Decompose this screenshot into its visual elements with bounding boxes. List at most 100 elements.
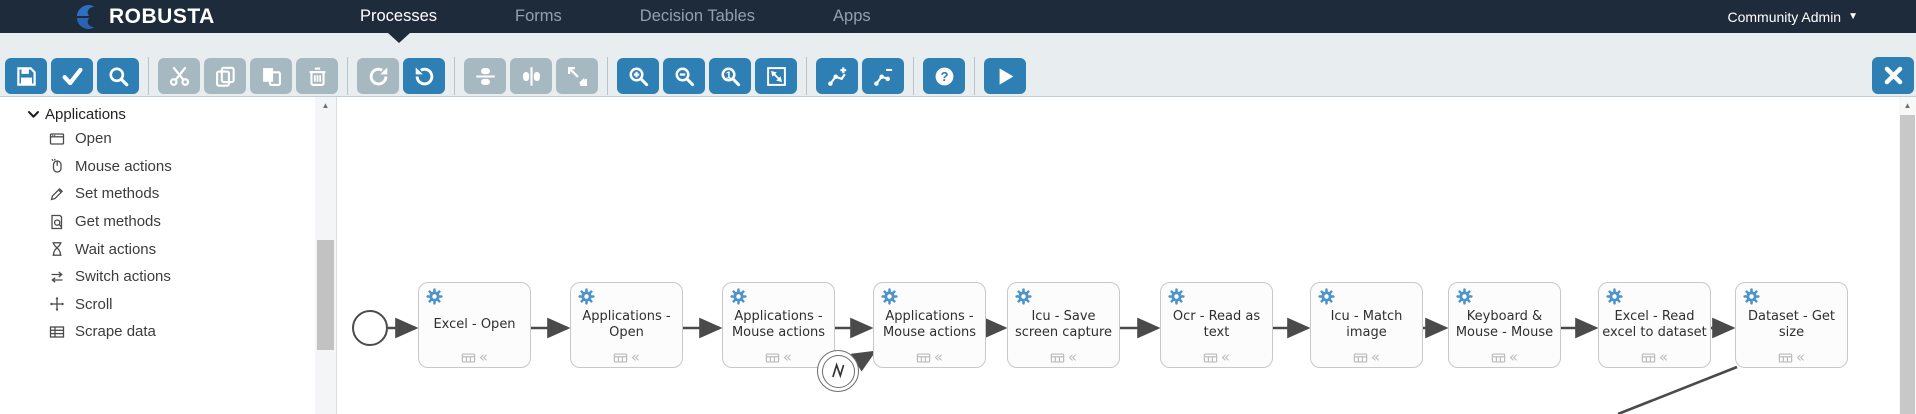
toolbar-divider [913, 57, 914, 95]
flow-node-label: Applications - Open [582, 308, 671, 340]
toolbar-button-zoom-out[interactable] [663, 58, 705, 94]
toolbar-button-copy[interactable] [204, 58, 246, 94]
rewind-icon: « [1658, 348, 1669, 366]
mouse-icon [49, 158, 65, 174]
toolbar-button-align-middle[interactable] [464, 58, 506, 94]
gear-icon [730, 288, 747, 305]
toolbar-button-zoom-in[interactable] [617, 58, 659, 94]
rewind-icon: « [478, 348, 489, 366]
scroll-up-arrow[interactable]: ▲ [321, 100, 330, 110]
resize-icon [567, 66, 588, 87]
flow-node-6-ocr-read-as-text[interactable]: Ocr - Read as text« [1160, 282, 1273, 368]
flow-node-5-icu-save-screen-capture[interactable]: Icu - Save screen capture« [1007, 282, 1120, 368]
flow-node-9-excel-read-excel-to-dataset[interactable]: Excel - Read excel to dataset« [1598, 282, 1711, 368]
flow-node-label: Applications - Mouse actions [731, 308, 826, 340]
sidebar-item-switch-actions[interactable]: Switch actions [0, 263, 315, 291]
flow-node-footer: « [723, 350, 834, 365]
sidebar-item-set-methods[interactable]: Set methods [0, 180, 315, 208]
sidebar-group-applications[interactable]: Applications [27, 104, 315, 125]
nav-item-decision-tables[interactable]: Decision Tables [639, 7, 756, 25]
boundary-event[interactable] [817, 350, 859, 392]
sidebar-scrollbar[interactable]: ▲ [315, 97, 336, 414]
table-icon [916, 351, 931, 365]
toolbar-divider [607, 57, 608, 95]
flow-node-label: Applications - Mouse actions [882, 308, 977, 340]
gear-icon [1318, 288, 1335, 305]
table-icon [1641, 351, 1656, 365]
toolbar-button-redo[interactable] [357, 58, 399, 94]
canvas-scrollbar-thumb[interactable] [1900, 115, 1915, 414]
toolbar-button-run[interactable] [984, 58, 1026, 94]
save-icon [16, 66, 37, 87]
flow-node-footer: « [1008, 350, 1119, 365]
svg-text:?: ? [940, 68, 948, 83]
toolbar-button-validate[interactable] [51, 58, 93, 94]
toolbar-button-fit-screen[interactable] [755, 58, 797, 94]
flow-node-label: Dataset - Get size [1747, 308, 1836, 340]
brand-name: ROBUSTA [109, 4, 215, 28]
toolbar-divider [148, 57, 149, 95]
hourglass-icon [49, 241, 65, 257]
scroll-up-arrow[interactable]: ▲ [1903, 100, 1912, 110]
toolbar-button-zoom-actual[interactable]: 1 [709, 58, 751, 94]
user-menu[interactable]: Community Admin ▼ [1728, 0, 1859, 33]
sidebar-item-label: Set methods [75, 185, 160, 203]
toolbar-button-resize[interactable] [556, 58, 598, 94]
flow-node-1-excel-open[interactable]: Excel - Open« [418, 282, 531, 368]
swap-arrows-icon [49, 269, 65, 285]
rewind-icon: « [1508, 348, 1519, 366]
rewind-icon: « [1220, 348, 1231, 366]
sidebar-item-wait-actions[interactable]: Wait actions [0, 235, 315, 263]
flow-node-footer: « [1736, 350, 1847, 365]
main-nav: Processes Forms Decision Tables Apps [360, 0, 871, 33]
sidebar-item-scrape-data[interactable]: Scrape data [0, 318, 315, 346]
toolbar-divider [974, 57, 975, 95]
user-menu-label: Community Admin [1727, 8, 1842, 25]
flow-node-2-applications-open[interactable]: Applications - Open« [570, 282, 683, 368]
table-icon [1050, 351, 1065, 365]
toolbar-button-search[interactable] [97, 58, 139, 94]
chevron-down-icon [27, 108, 40, 121]
sidebar-item-label: Get methods [75, 213, 161, 231]
start-event[interactable] [352, 310, 388, 346]
toolbar-button-add-connection[interactable] [816, 58, 858, 94]
sidebar-scrollbar-thumb[interactable] [317, 240, 334, 350]
flow-node-3-applications-mouse-actions[interactable]: Applications - Mouse actions « [722, 282, 835, 368]
nav-item-forms[interactable]: Forms [515, 7, 562, 25]
sidebar-item-open[interactable]: Open [0, 125, 315, 153]
toolbar-button-delete[interactable] [296, 58, 338, 94]
toolbar-button-undo[interactable] [403, 58, 445, 94]
sidebar-item-mouse-actions[interactable]: Mouse actions [0, 153, 315, 181]
paste-icon [261, 66, 282, 87]
process-canvas[interactable]: Excel - Open«Applications - Open«Applica… [336, 97, 1899, 414]
toolbar-button-cut[interactable] [158, 58, 200, 94]
flow-node-10-dataset-get-size[interactable]: Dataset - Get size « [1735, 282, 1848, 368]
toolbar-button-help[interactable]: ? [923, 58, 965, 94]
canvas-scrollbar[interactable]: ▲ [1899, 97, 1916, 414]
toolbar-button-align-center[interactable] [510, 58, 552, 94]
flow-node-8-keyboard-mouse-mouse[interactable]: Keyboard & Mouse - Mouse« [1448, 282, 1561, 368]
align-center-icon [521, 66, 542, 87]
sidebar-item-scroll[interactable]: Scroll [0, 291, 315, 319]
flow-node-footer: « [1599, 350, 1710, 365]
table-icon [613, 351, 628, 365]
cut-icon [169, 66, 190, 87]
toolbar-button-paste[interactable] [250, 58, 292, 94]
flow-node-7-icu-match-image[interactable]: Icu - Match image« [1310, 282, 1423, 368]
sidebar-item-get-methods[interactable]: Get methods [0, 208, 315, 236]
zoom-actual-icon: 1 [720, 66, 741, 87]
nav-item-processes[interactable]: Processes [360, 0, 437, 33]
flow-node-footer: « [1161, 350, 1272, 365]
toolbar-button-remove-connection[interactable] [862, 58, 904, 94]
rewind-icon: « [1795, 348, 1806, 366]
align-middle-icon [475, 66, 496, 87]
toolbar-button-save[interactable] [5, 58, 47, 94]
chevron-down-icon: ▼ [1848, 10, 1858, 22]
validate-icon [62, 66, 83, 87]
close-icon [1883, 65, 1904, 86]
gear-icon [1456, 288, 1473, 305]
rewind-icon: « [933, 348, 944, 366]
nav-item-apps[interactable]: Apps [833, 7, 871, 25]
flow-node-4-applications-mouse-actions[interactable]: Applications - Mouse actions « [873, 282, 986, 368]
toolbar-button-close[interactable] [1872, 57, 1914, 94]
